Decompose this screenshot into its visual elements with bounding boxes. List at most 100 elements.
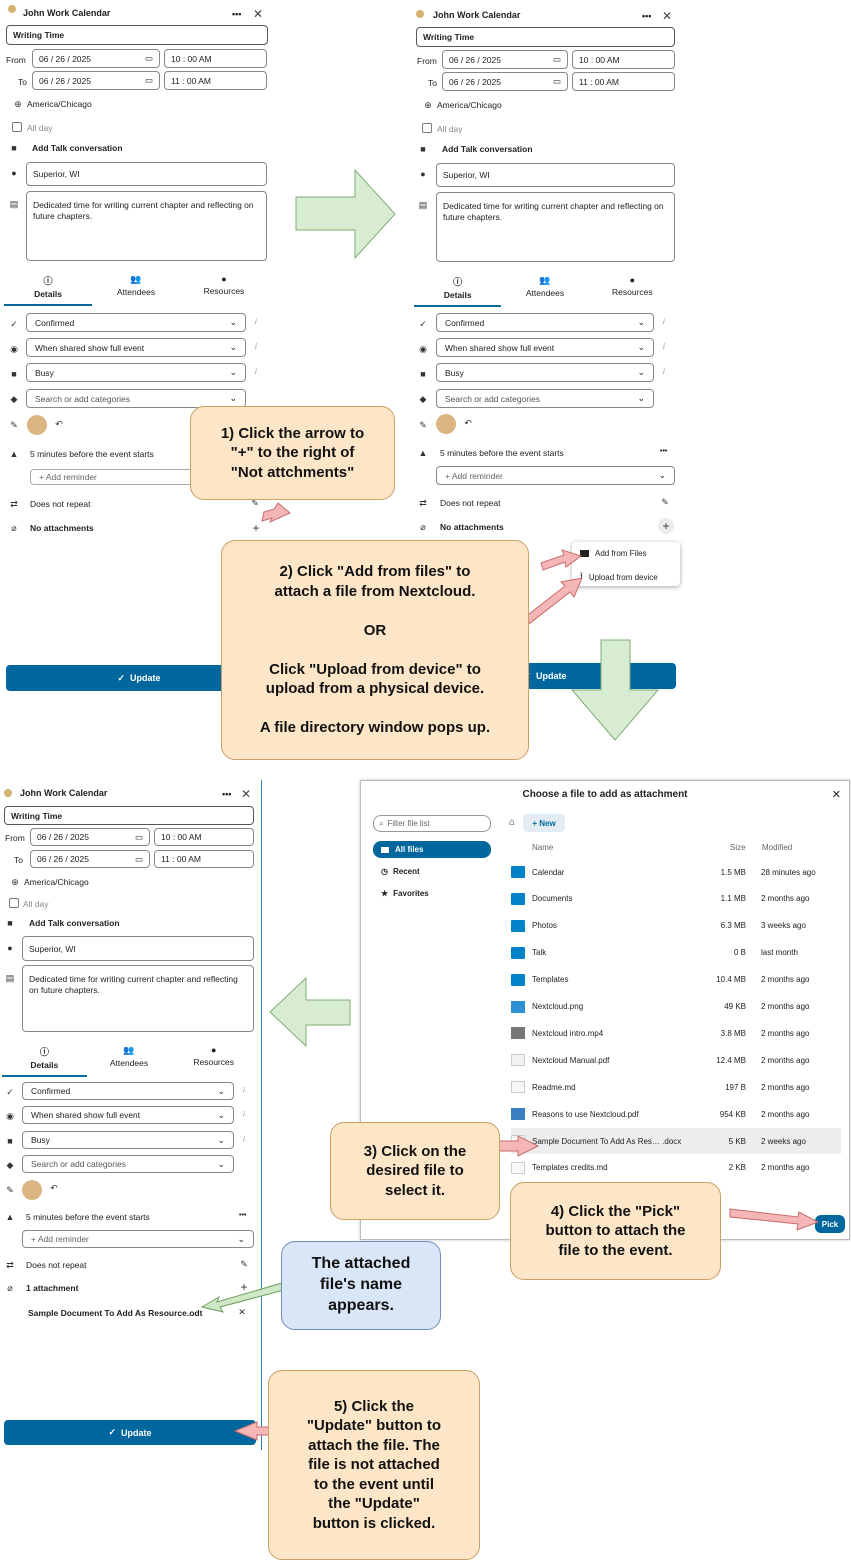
col-modified-header[interactable]: Modified bbox=[762, 843, 793, 852]
location-input[interactable]: Superior, WI bbox=[22, 936, 254, 961]
add-talk-button[interactable]: Add Talk conversation bbox=[29, 918, 120, 928]
tab-attendees[interactable]: 👥Attendees bbox=[92, 274, 180, 306]
from-time-input[interactable]: 10 : 00 AM bbox=[154, 828, 254, 846]
from-time-input[interactable]: 10 : 00 AM bbox=[164, 49, 267, 68]
nav-recent[interactable]: ◷Recent bbox=[381, 867, 420, 876]
from-time-input[interactable]: 10 : 00 AM bbox=[572, 50, 675, 69]
from-date-input[interactable]: 06 / 26 / 2025▭ bbox=[30, 828, 150, 846]
timezone-select[interactable]: America/Chicago bbox=[27, 99, 92, 109]
pencil-icon[interactable]: ✎ bbox=[240, 1259, 248, 1269]
title-input[interactable]: Writing Time bbox=[416, 27, 675, 47]
more-options-icon[interactable]: ••• bbox=[660, 448, 668, 455]
tab-resources[interactable]: ●Resources bbox=[171, 1045, 256, 1077]
color-picker-swatch[interactable] bbox=[436, 414, 456, 434]
new-button[interactable]: + New bbox=[523, 814, 565, 832]
visibility-select[interactable]: When shared show full event⌄ bbox=[436, 338, 654, 357]
visibility-select[interactable]: When shared show full event⌄ bbox=[22, 1106, 234, 1124]
col-name-header[interactable]: Name bbox=[532, 843, 554, 852]
timezone-select[interactable]: America/Chicago bbox=[24, 877, 89, 887]
close-icon[interactable]: ✕ bbox=[831, 789, 841, 801]
pick-button[interactable]: Pick bbox=[815, 1215, 845, 1233]
more-options-icon[interactable]: ••• bbox=[642, 11, 652, 21]
info-icon[interactable]: i bbox=[243, 1135, 245, 1144]
description-textarea[interactable]: Dedicated time for writing current chapt… bbox=[26, 191, 267, 261]
categories-select[interactable]: Search or add categories⌄ bbox=[436, 389, 654, 408]
categories-select[interactable]: Search or add categories⌄ bbox=[22, 1155, 234, 1173]
visibility-select[interactable]: When shared show full event⌄ bbox=[26, 338, 246, 357]
nav-all-files[interactable]: All files bbox=[373, 841, 491, 858]
status-select[interactable]: Confirmed⌄ bbox=[26, 313, 246, 332]
from-date-input[interactable]: 06 / 26 / 2025▭ bbox=[32, 49, 160, 68]
all-day-checkbox[interactable] bbox=[12, 122, 22, 132]
close-icon[interactable]: ✕ bbox=[662, 9, 673, 23]
close-icon[interactable]: ✕ bbox=[253, 7, 264, 21]
more-options-icon[interactable]: ••• bbox=[232, 9, 242, 19]
pencil-icon[interactable]: ✎ bbox=[661, 497, 669, 507]
info-icon[interactable]: i bbox=[243, 1086, 245, 1095]
status-select[interactable]: Confirmed⌄ bbox=[22, 1082, 234, 1100]
busy-select[interactable]: Busy⌄ bbox=[26, 363, 246, 382]
description-textarea[interactable]: Dedicated time for writing current chapt… bbox=[22, 965, 254, 1032]
more-options-icon[interactable]: ••• bbox=[222, 789, 232, 799]
add-talk-button[interactable]: Add Talk conversation bbox=[32, 143, 123, 153]
add-attachment-button[interactable]: + bbox=[658, 518, 674, 534]
color-picker-swatch[interactable] bbox=[22, 1180, 42, 1200]
close-icon[interactable]: ✕ bbox=[241, 787, 252, 801]
info-icon[interactable]: i bbox=[663, 317, 665, 326]
tab-attendees[interactable]: 👥Attendees bbox=[87, 1045, 172, 1077]
to-date-input[interactable]: 06 / 26 / 2025▭ bbox=[32, 71, 160, 90]
tab-resources[interactable]: ●Resources bbox=[180, 274, 268, 306]
info-icon[interactable]: i bbox=[255, 367, 257, 376]
to-time-input[interactable]: 11 : 00 AM bbox=[572, 72, 675, 91]
to-date-input[interactable]: 06 / 26 / 2025▭ bbox=[442, 72, 568, 91]
pencil-icon[interactable]: ✎ bbox=[251, 498, 259, 508]
to-date-input[interactable]: 06 / 26 / 2025▭ bbox=[30, 850, 150, 868]
add-reminder-select[interactable]: + Add reminder⌄ bbox=[436, 466, 675, 485]
home-icon[interactable]: ⌂ bbox=[509, 817, 516, 828]
to-time-input[interactable]: 11 : 00 AM bbox=[164, 71, 267, 90]
nav-favorites[interactable]: ★Favorites bbox=[381, 889, 429, 898]
filter-input[interactable]: ⌕Filter file list bbox=[373, 815, 491, 832]
repeat-text[interactable]: Does not repeat bbox=[26, 1260, 87, 1270]
col-size-header[interactable]: Size bbox=[730, 843, 746, 852]
update-button[interactable]: ✓Update bbox=[4, 1420, 256, 1445]
timezone-select[interactable]: America/Chicago bbox=[437, 100, 502, 110]
to-time-input[interactable]: 11 : 00 AM bbox=[154, 850, 254, 868]
repeat-text[interactable]: Does not repeat bbox=[30, 499, 91, 509]
busy-select[interactable]: Busy⌄ bbox=[436, 363, 654, 382]
description-textarea[interactable]: Dedicated time for writing current chapt… bbox=[436, 192, 675, 262]
from-date-input[interactable]: 06 / 26 / 2025▭ bbox=[442, 50, 568, 69]
title-input[interactable]: Writing Time bbox=[4, 806, 254, 825]
info-icon[interactable]: i bbox=[663, 342, 665, 351]
tab-resources[interactable]: ●Resources bbox=[589, 275, 676, 307]
add-attachment-button[interactable]: + bbox=[240, 1280, 248, 1294]
title-input[interactable]: Writing Time bbox=[6, 25, 268, 45]
location-input[interactable]: Superior, WI bbox=[436, 163, 675, 187]
info-icon[interactable]: i bbox=[663, 367, 665, 376]
tab-attendees[interactable]: 👥Attendees bbox=[501, 275, 588, 307]
status-select[interactable]: Confirmed⌄ bbox=[436, 313, 654, 332]
color-picker-swatch[interactable] bbox=[27, 415, 47, 435]
undo-icon[interactable]: ↶ bbox=[464, 418, 472, 428]
info-icon[interactable]: i bbox=[243, 1110, 245, 1119]
remove-attachment-icon[interactable]: ✕ bbox=[238, 1307, 246, 1317]
undo-icon[interactable]: ↶ bbox=[50, 1183, 58, 1193]
busy-select[interactable]: Busy⌄ bbox=[22, 1131, 234, 1149]
add-talk-button[interactable]: Add Talk conversation bbox=[442, 144, 533, 154]
undo-icon[interactable]: ↶ bbox=[55, 419, 63, 429]
add-from-files-item[interactable]: Add from Files bbox=[580, 549, 647, 558]
location-input[interactable]: Superior, WI bbox=[26, 162, 267, 186]
